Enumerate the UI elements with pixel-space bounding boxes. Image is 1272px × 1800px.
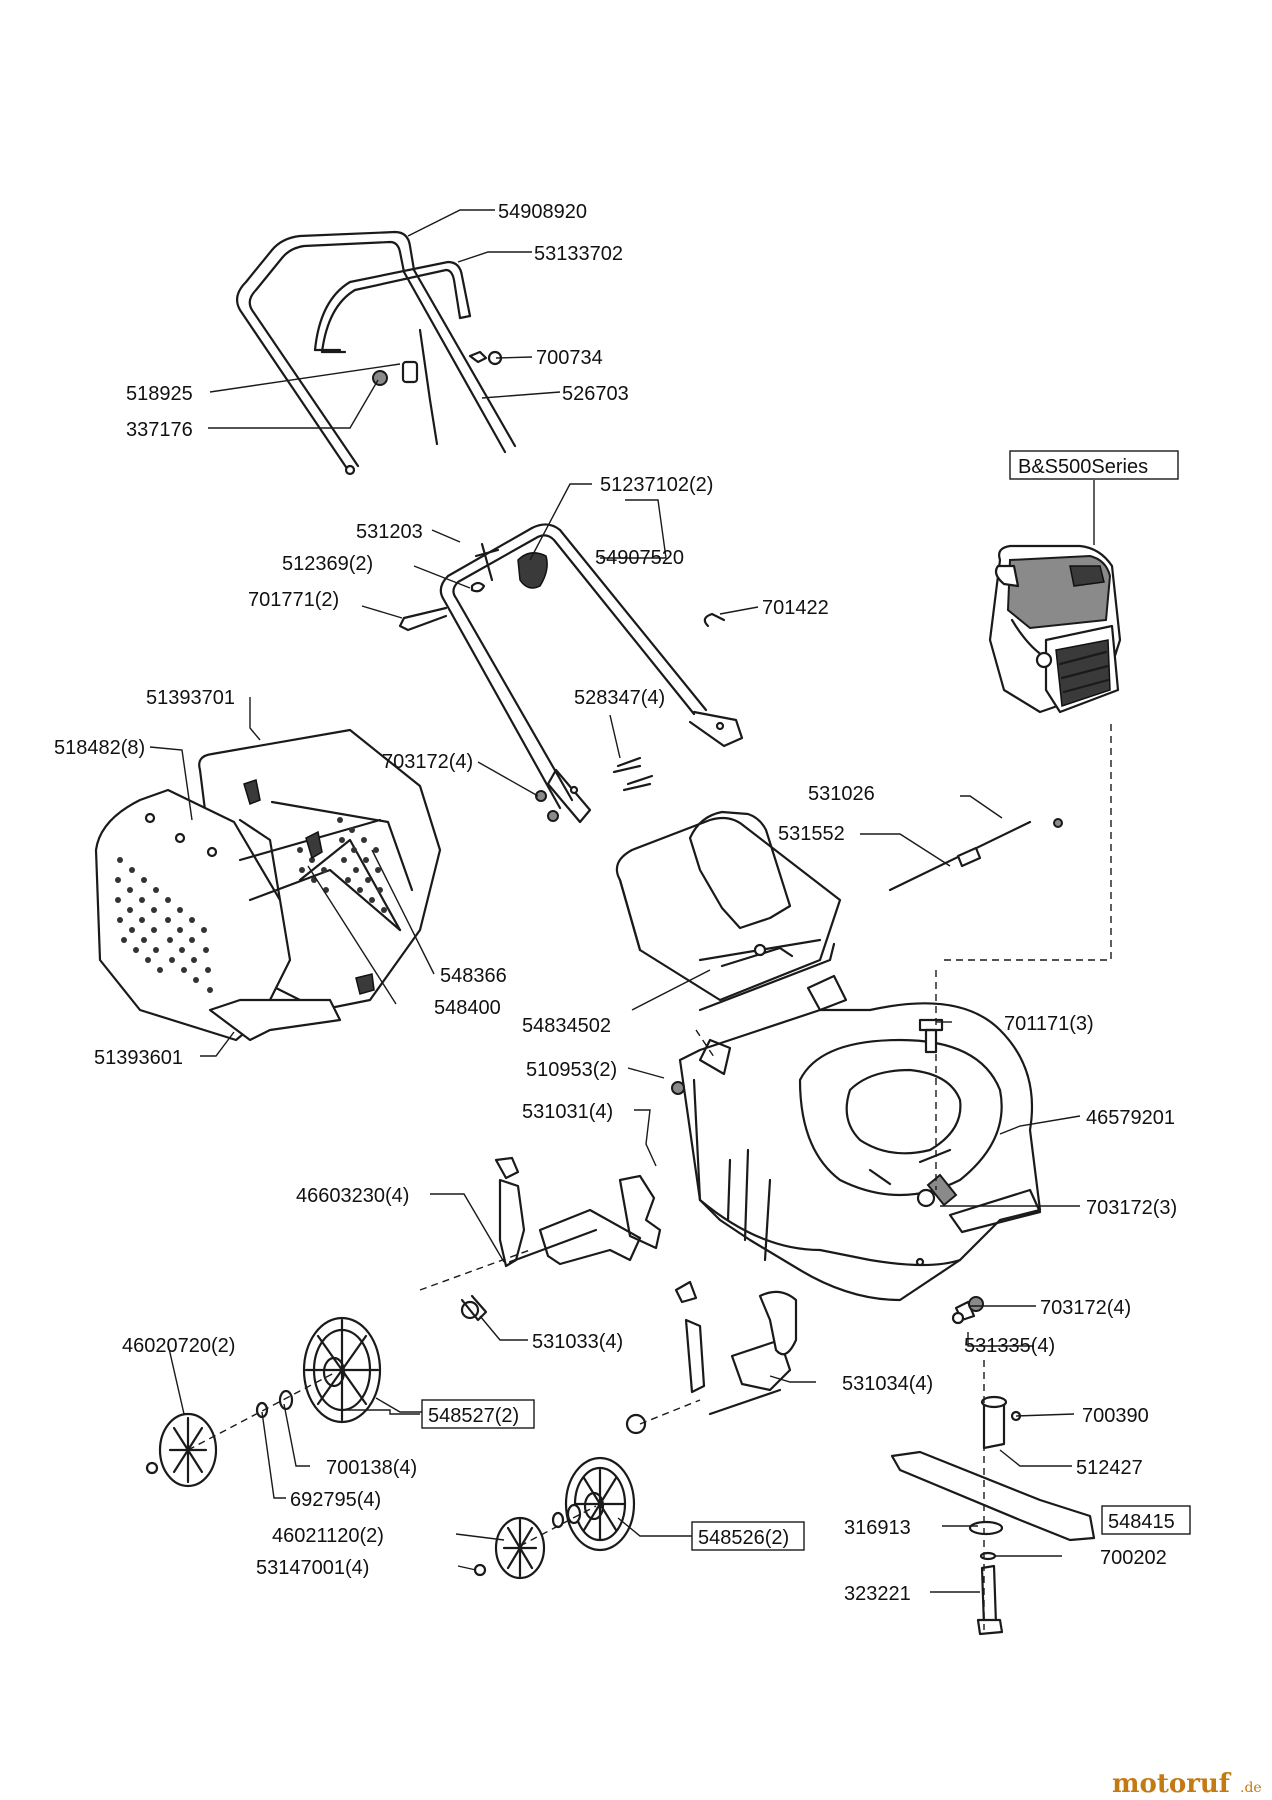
part-label: 701422 <box>762 597 829 619</box>
part-label: 54907520 <box>595 547 684 569</box>
part-label: 528347(4) <box>574 687 665 709</box>
part-label: 323221 <box>844 1583 911 1605</box>
part-label: 700202 <box>1100 1547 1167 1569</box>
part-label: 548366 <box>440 965 507 987</box>
rear-wheel-drawing <box>302 1316 382 1424</box>
motoruf-watermark: motoruf .de <box>1112 1769 1262 1799</box>
part-label: 531033(4) <box>532 1331 623 1353</box>
bail-rod-drawing <box>888 818 1063 892</box>
part-label: 548400 <box>434 997 501 1019</box>
part-label: 46021120(2) <box>272 1525 384 1547</box>
part-label: 531203 <box>356 521 423 543</box>
boxed-labels: B&S500Series 548527(2) 548526(2) 548415 <box>421 450 1191 1551</box>
part-label: 692795(4) <box>290 1489 381 1511</box>
grass-catcher-drawing <box>94 728 442 1042</box>
part-label: 531552 <box>778 823 845 845</box>
leader-lines <box>149 209 1095 1593</box>
watermark-brand: motoruf <box>1112 1769 1232 1799</box>
part-label: 700138(4) <box>326 1457 417 1479</box>
part-label: 700734 <box>536 347 603 369</box>
part-label: 518482(8) <box>54 737 145 759</box>
part-label: 46579201 <box>1086 1107 1175 1129</box>
part-label: 531031(4) <box>522 1101 613 1123</box>
part-label: 531026 <box>808 783 875 805</box>
watermark-tld: .de <box>1240 1780 1262 1796</box>
part-label: 703172(3) <box>1086 1197 1177 1219</box>
part-label: 46020720(2) <box>122 1335 235 1357</box>
part-label: 526703 <box>562 383 629 405</box>
catcher-mesh-pattern <box>115 817 387 993</box>
engine-series-label: B&S500Series <box>1018 456 1148 478</box>
upper-handle-drawing <box>235 230 517 476</box>
part-label: 53133702 <box>534 243 623 265</box>
part-label: 703172(4) <box>1040 1297 1131 1319</box>
deflector-cover-drawing <box>615 810 842 1012</box>
wheel-kit-label-548527: 548527(2) <box>428 1405 519 1427</box>
height-adjuster-drawings <box>460 1156 976 1435</box>
part-number-labels: 54908920 53133702 700734 518925 526703 3… <box>54 201 1177 1605</box>
part-label: 53147001(4) <box>256 1557 369 1579</box>
mower-deck-drawing <box>678 974 1042 1302</box>
part-label: 701771(2) <box>248 589 339 611</box>
part-label: 54908920 <box>498 201 587 223</box>
part-label: 51237102(2) <box>600 474 713 496</box>
wheel-kit-label-548526: 548526(2) <box>698 1527 789 1549</box>
part-label: 700390 <box>1082 1405 1149 1427</box>
part-label: 512427 <box>1076 1457 1143 1479</box>
part-label: 46603230(4) <box>296 1185 409 1207</box>
part-label: 510953(2) <box>526 1059 617 1081</box>
part-label: 337176 <box>126 419 193 441</box>
part-label: 701171(3) <box>1004 1013 1094 1035</box>
part-label: 531034(4) <box>842 1373 933 1395</box>
lower-handle-drawing <box>398 523 744 824</box>
hubcap-drawings <box>145 1389 582 1580</box>
blade-assembly-drawing <box>890 1395 1096 1636</box>
part-label: 531335(4) <box>964 1335 1055 1357</box>
part-label: 54834502 <box>522 1015 611 1037</box>
part-label: 518925 <box>126 383 193 405</box>
blade-kit-label-548415: 548415 <box>1108 1511 1175 1533</box>
front-wheel-drawing <box>564 1456 636 1552</box>
alignment-lines <box>187 724 1112 1630</box>
small-hardware-drawings <box>671 1018 984 1325</box>
part-label: 51393701 <box>146 687 235 709</box>
engine-drawing <box>988 544 1122 714</box>
part-label: 512369(2) <box>282 553 373 575</box>
part-label: 316913 <box>844 1517 911 1539</box>
part-label: 703172(4) <box>382 751 473 773</box>
part-label: 51393601 <box>94 1047 183 1069</box>
